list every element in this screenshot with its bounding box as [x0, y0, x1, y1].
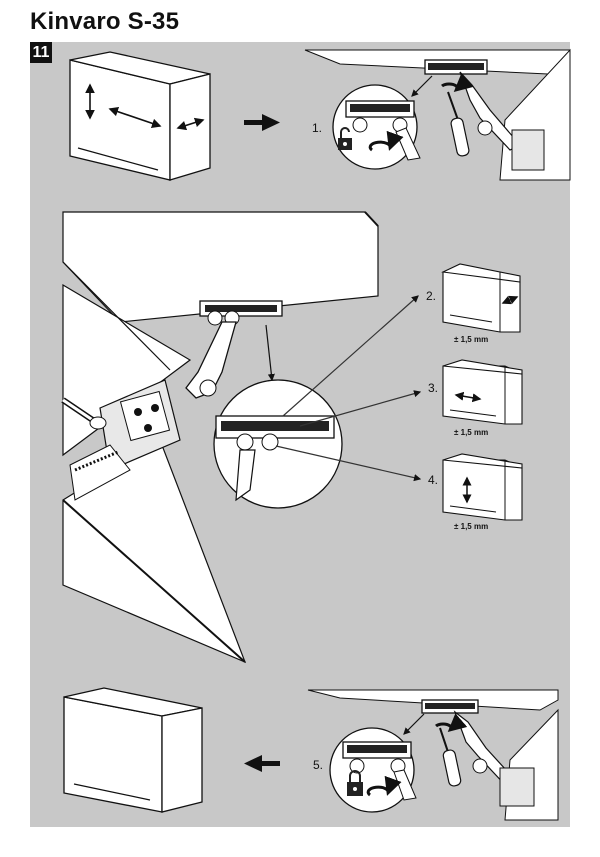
- rotate-arrow-icon: [441, 73, 474, 92]
- step-5-label: 5.: [313, 758, 324, 772]
- rotate-arrow-icon: [435, 713, 468, 732]
- step-1-label: 1.: [312, 121, 323, 135]
- tolerance-label-step-2: ± 1,5 mm: [454, 335, 489, 344]
- double-arrow-icon: [454, 391, 482, 403]
- step-2-label: 2.: [426, 289, 437, 303]
- main-fitting-illustration: [61, 211, 422, 664]
- cabinet-step-4: [442, 453, 523, 521]
- rotate-arrow-icon: [366, 775, 402, 797]
- rotate-arrow-icon: [368, 130, 404, 152]
- double-arrow-icon: [108, 107, 162, 128]
- cabinet-step-2: [441, 263, 521, 333]
- page-title: Kinvaro S-35: [30, 8, 180, 35]
- step-3-label: 3.: [428, 381, 439, 395]
- step-number-badge: 11: [30, 42, 52, 63]
- double-arrow-icon: [501, 295, 519, 305]
- cabinet-top-left: [69, 51, 211, 181]
- unlock-icon: [338, 127, 352, 150]
- tolerance-label-step-4: ± 1,5 mm: [454, 522, 489, 531]
- step-1-detail: [304, 48, 571, 181]
- arrow-right-icon: [244, 114, 280, 131]
- step-4-label: 4.: [428, 473, 439, 487]
- step-5-detail: [307, 689, 559, 821]
- cabinet-bottom-left: [63, 687, 203, 813]
- lock-icon: [347, 770, 363, 796]
- tolerance-label-step-3: ± 1,5 mm: [454, 428, 489, 437]
- cabinet-step-3: [442, 359, 523, 425]
- double-arrow-icon: [176, 117, 205, 131]
- screwdriver-icon: [447, 91, 470, 157]
- arrow-left-icon: [244, 755, 280, 772]
- screwdriver-icon: [439, 727, 462, 787]
